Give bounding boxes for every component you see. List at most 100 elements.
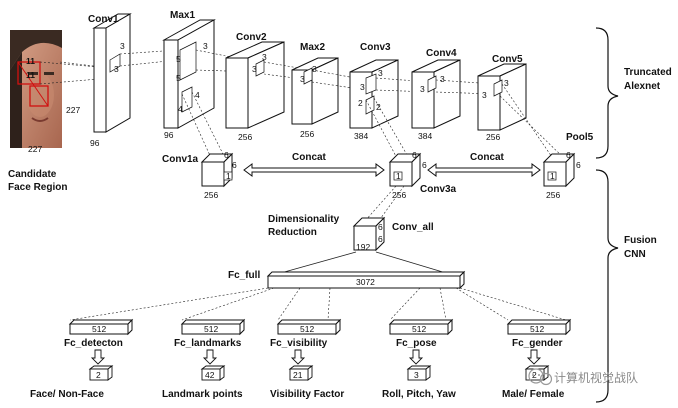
max1-kernel-b: 5 [176,54,181,64]
conv1-depth: 96 [90,138,100,148]
branch-down-arrow [290,349,306,365]
conv-all-depth: 192 [356,242,370,252]
fusion-label-line1: Fusion [624,235,657,246]
conv3-block [349,59,399,129]
branch-down-arrow [526,349,542,365]
conv2-block [225,41,285,129]
fc-full-block [266,270,466,290]
branch-output-size: 2 [532,370,537,380]
watermark-logo [528,368,553,386]
branch-output-side [219,365,225,381]
input-caption-line1: Candidate [8,169,57,180]
branch-fc-size: 512 [92,324,106,334]
conv3-kernel-b: 3 [360,82,365,92]
max2-kernel-a: 3 [312,64,317,74]
branch-output-side [425,365,431,381]
conv3-kernel-d: 2 [376,102,381,112]
pool5-kernel-b: 6 [576,160,581,170]
conv1-kernel-a: 3 [120,41,125,51]
fc-branch-lines [69,287,567,321]
branch-down-arrow [408,349,424,365]
input-face-image [10,30,62,148]
pool5-block [542,152,576,188]
conv1a-block [200,152,234,188]
conv4-depth: 384 [418,131,432,141]
conv1-kernel-b: 3 [114,64,119,74]
pool5-label: Pool5 [566,132,594,143]
conv1a-kernel-b: 6 [232,160,237,170]
branch-output-size: 42 [205,370,215,380]
conv3a-block [388,152,422,188]
concat-arrow-right [427,163,541,177]
dimred-label-line2: Reduction [268,227,317,238]
conv3a-label: Conv3a [420,184,457,195]
max2-block [291,57,339,125]
branch-fc-label: Fc_pose [396,338,437,349]
truncated-alexnet-brace [595,27,619,159]
branch-down-arrow [202,349,218,365]
branch-task-label: Male/ Female [502,389,565,400]
conv3a-depth: 256 [392,190,406,200]
pooling-projection-lines [181,83,567,161]
conv1a-kernel-a: 6 [224,150,229,160]
conv5-kernel-b: 3 [482,90,487,100]
conv3a-kernel-a: 6 [412,150,417,160]
branch-output-size: 3 [414,370,419,380]
fusion-cnn-brace [595,169,619,403]
conv3a-kernel-c: 1 [396,171,401,181]
branch-fc-size: 512 [204,324,218,334]
branch-fc-box [69,323,129,335]
branch-task-label: Landmark points [162,389,243,400]
conv-all-block [352,216,386,252]
conv-all-kernel-a: 6 [378,222,383,232]
pool5-kernel-a: 6 [566,150,571,160]
branch-output-side [307,365,313,381]
conv2-kernel-a: 3 [262,52,267,62]
branch-output-side [107,365,113,381]
conv3-kernel-c: 2 [358,98,363,108]
fusion-label-line2: CNN [624,249,646,260]
branch-output-box [289,368,309,381]
branch-fc-box [277,323,337,335]
branch-task-label: Roll, Pitch, Yaw [382,389,456,400]
conv3a-kernel-b: 6 [422,160,427,170]
branch-fc-box [181,323,241,335]
conv3-depth: 384 [354,131,368,141]
conv5-depth: 256 [486,132,500,142]
branch-fc-size: 512 [300,324,314,334]
concat-arrow-left [243,163,385,177]
pool5-kernel-c: 1 [550,171,555,181]
max1-kernel-d: 4 [195,90,200,100]
branch-output-box [89,368,109,381]
branch-fc-label: Fc_visibility [270,338,328,349]
conv2-kernel-b: 3 [252,64,257,74]
branch-fc-size: 512 [530,324,544,334]
max1-kernel-a: 3 [203,41,208,51]
conv4-kernel-a: 3 [440,74,445,84]
conv1a-kernel-c: 1 [226,171,231,181]
conv4-kernel-b: 3 [420,84,425,94]
conv3-kernel-a: 3 [378,68,383,78]
conv3-label: Conv3 [360,42,391,53]
fc-full-label: Fc_full [228,270,260,281]
max2-label: Max2 [300,42,325,53]
branch-down-arrow [90,349,106,365]
conv5-kernel-a: 3 [504,78,509,88]
dimred-label-line1: Dimensionality [268,214,340,225]
conv2-label: Conv2 [236,32,267,43]
pool5-depth: 256 [546,190,560,200]
conv4-label: Conv4 [426,48,457,59]
conv4-block [411,59,461,129]
max2-depth: 256 [300,129,314,139]
fc-full-size: 3072 [356,277,375,287]
conv1-label: Conv1 [88,14,119,25]
branch-fc-label: Fc_gender [512,338,563,349]
conv2-depth: 256 [238,132,252,142]
concat-label-right: Concat [470,152,505,163]
